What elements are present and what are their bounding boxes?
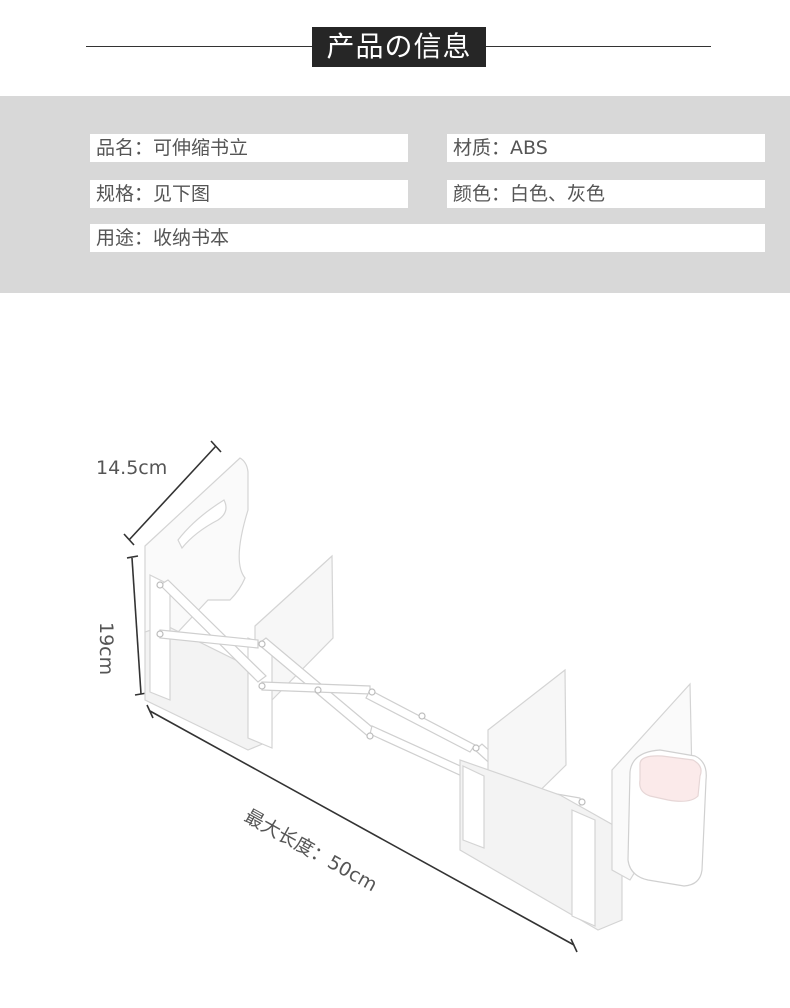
product-info-panel: 品名：可伸缩书立 材质：ABS 规格：见下图 颜色：白色、灰色 用途：收纳书本 [0, 96, 790, 293]
depth-label: 14.5cm [96, 457, 167, 479]
bookend-illustration [144, 457, 707, 931]
product-spec-field: 规格：见下图 [90, 180, 408, 208]
product-color-field: 颜色：白色、灰色 [447, 180, 765, 208]
right-bracket-plate [462, 765, 485, 849]
depth-dimension [123, 440, 222, 546]
left-bracket-plate-2 [247, 637, 273, 749]
height-label: 19cm [95, 622, 117, 675]
pen-holder-opening [639, 755, 702, 802]
title-rule-right [486, 46, 711, 47]
product-name-field: 品名：可伸缩书立 [90, 134, 408, 162]
section-title: 产品の信息 [312, 27, 486, 67]
height-dimension [126, 555, 148, 696]
length-dimension [146, 704, 578, 953]
product-figure: 14.5cm 19cm 最大长度：50cm [95, 440, 707, 953]
product-use-field: 用途：收纳书本 [90, 224, 765, 252]
product-material-field: 材质：ABS [447, 134, 765, 162]
length-label: 最大长度：50cm [241, 805, 381, 896]
right-bracket-plate-2 [571, 809, 596, 927]
title-rule-left [86, 46, 312, 47]
linkage-rivets [156, 581, 588, 848]
left-handle-slot [177, 499, 227, 550]
